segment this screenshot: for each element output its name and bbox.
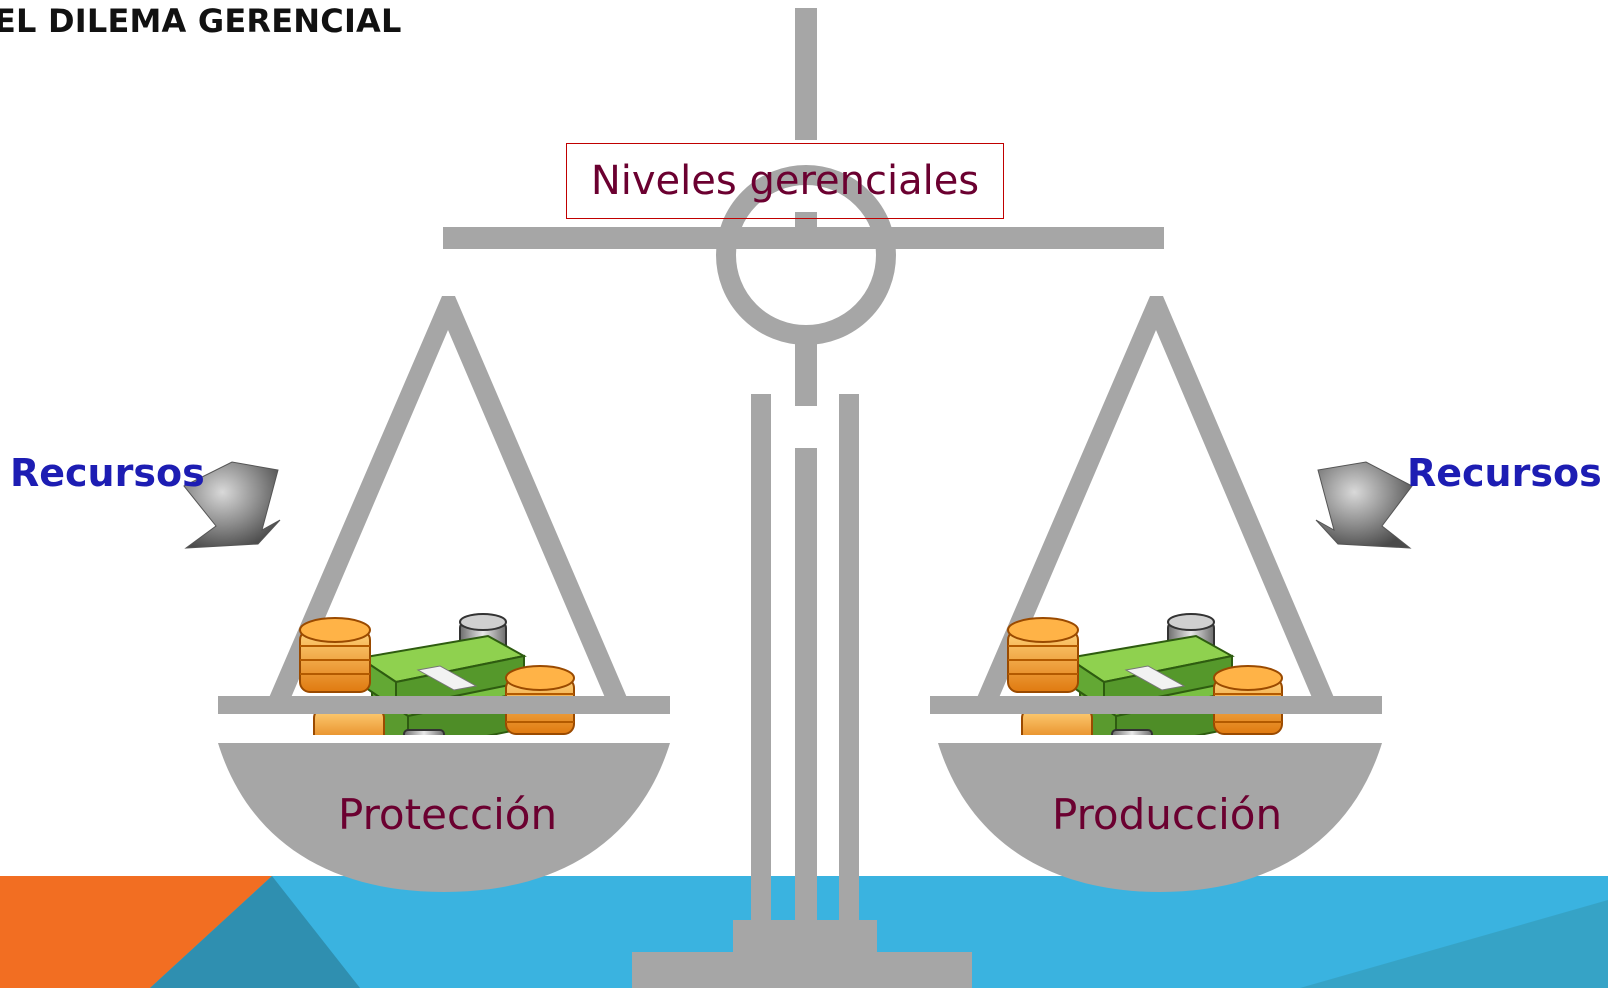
arrow-icon	[183, 461, 281, 549]
right-pan-label: Producción	[1052, 790, 1283, 839]
slide-title: EL DILEMA GERENCIAL	[0, 2, 402, 40]
left-pan-label: Protección	[338, 790, 558, 839]
left-pan	[218, 296, 670, 892]
right-pan	[930, 296, 1382, 892]
scale-ring	[716, 165, 896, 345]
arrow-icon	[1315, 461, 1413, 549]
right-resources-label: Recursos	[1407, 451, 1602, 495]
center-label: Niveles gerenciales	[590, 158, 980, 204]
center-label-box: Niveles gerenciales	[566, 143, 1004, 219]
left-resources-label: Recursos	[10, 451, 205, 495]
scale-column	[632, 8, 972, 988]
money-pile-icon	[299, 613, 575, 735]
scale-beam	[443, 227, 1164, 249]
money-pile-icon	[1007, 613, 1283, 735]
